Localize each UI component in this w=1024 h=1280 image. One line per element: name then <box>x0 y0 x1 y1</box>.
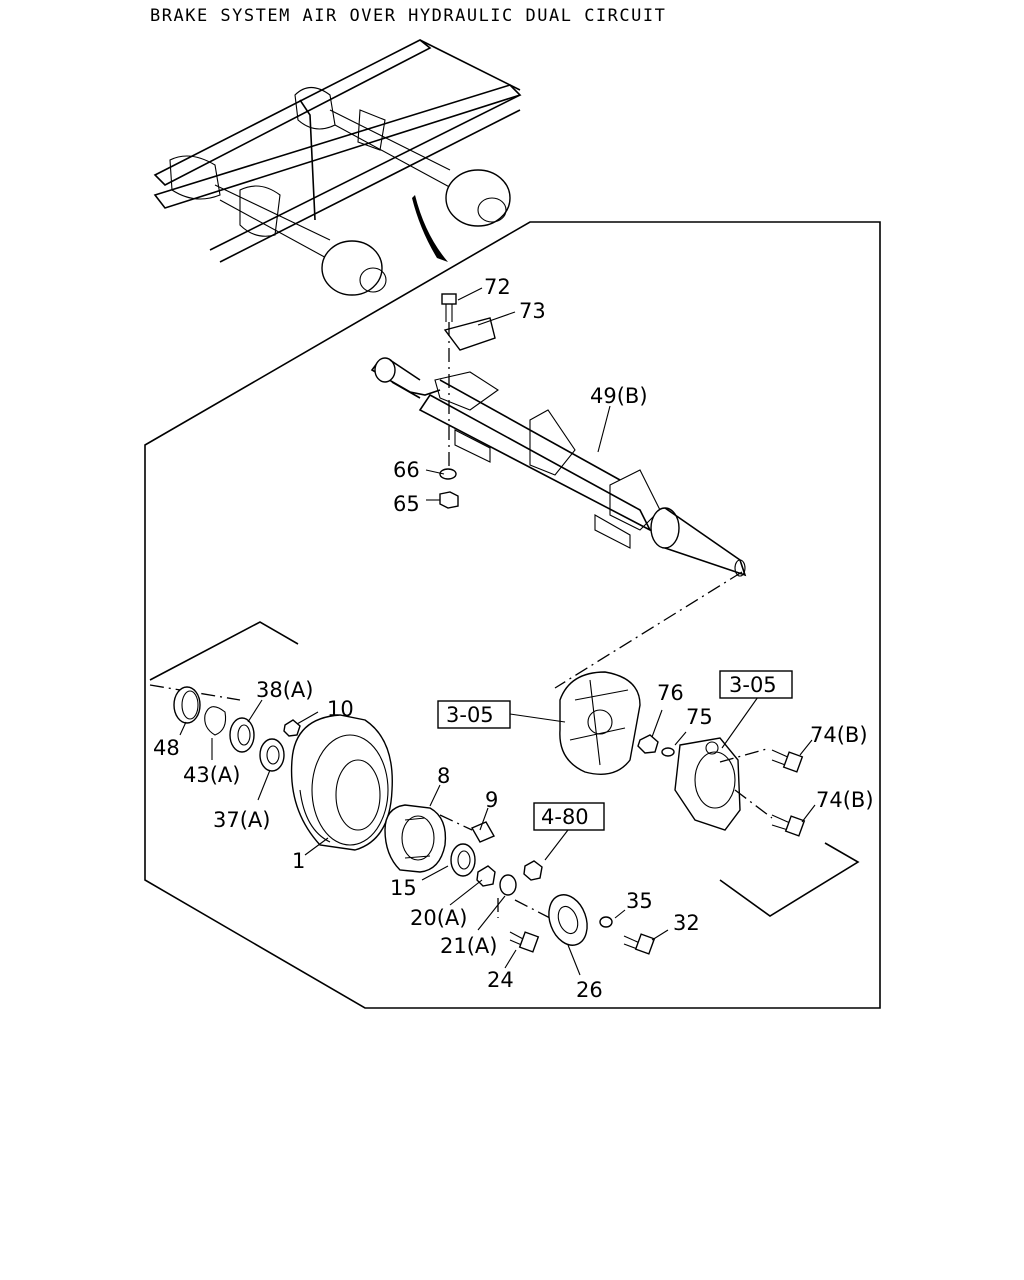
reference-box-305-right[interactable]: 3-05 <box>719 670 793 699</box>
callout-20a: 20(A) <box>410 906 467 930</box>
brake-drum-drawing <box>290 714 393 851</box>
hub-components-drawing <box>173 686 301 772</box>
washer-75-drawing <box>661 747 675 757</box>
reference-label-480: 4-80 <box>541 805 589 829</box>
callout-10: 10 <box>327 697 354 721</box>
callout-43a: 43(A) <box>183 763 240 787</box>
callout-21a: 21(A) <box>440 934 497 958</box>
callout-72: 72 <box>484 275 511 299</box>
callout-24: 24 <box>487 968 514 992</box>
callout-76: 76 <box>657 681 684 705</box>
detail-frame-outline <box>144 221 881 1009</box>
callout-75: 75 <box>686 705 713 729</box>
nut-76-drawing <box>637 734 659 754</box>
callout-65: 65 <box>393 492 420 516</box>
callout-37a: 37(A) <box>213 808 270 832</box>
callout-74b-lower: 74(B) <box>816 788 874 812</box>
reference-box-305-left[interactable]: 3-05 <box>437 700 511 729</box>
reference-label-305-right: 3-05 <box>729 673 777 697</box>
reference-box-480[interactable]: 4-80 <box>533 802 605 831</box>
bolt-32-drawing <box>634 933 656 955</box>
washer-35-drawing <box>599 916 613 928</box>
left-bracket <box>149 621 299 681</box>
callout-8: 8 <box>437 764 450 788</box>
nut-20a-drawing <box>476 865 496 887</box>
cover-plate-centerline <box>514 899 551 919</box>
washer-21a-drawing <box>499 874 517 896</box>
callout-38a: 38(A) <box>256 678 313 702</box>
reference-label-305-left: 3-05 <box>446 703 494 727</box>
callout-32: 32 <box>673 911 700 935</box>
bolts-74b-drawing <box>719 747 806 837</box>
page-title: BRAKE SYSTEM AIR OVER HYDRAULIC DUAL CIR… <box>150 6 667 26</box>
stud-9-drawing <box>471 821 495 843</box>
bearing-15-drawing <box>450 843 476 877</box>
callout-9: 9 <box>485 788 498 812</box>
callout-48: 48 <box>153 736 180 760</box>
callout-26: 26 <box>576 978 603 1002</box>
callout-1: 1 <box>292 849 305 873</box>
callout-35: 35 <box>626 889 653 913</box>
nut-480-drawing <box>523 860 543 881</box>
anchor-plate-drawing <box>674 737 741 831</box>
leader-lines <box>179 287 816 976</box>
mounting-hardware-drawing <box>439 293 496 509</box>
stud-centerline <box>439 814 473 831</box>
callout-49b: 49(B) <box>590 384 648 408</box>
callout-15: 15 <box>390 876 417 900</box>
assembly-centerline <box>554 571 743 689</box>
callout-74b-upper: 74(B) <box>810 723 868 747</box>
wheel-hub-drawing <box>384 804 447 873</box>
bolt-24-drawing <box>518 931 540 953</box>
backing-plate-drawing <box>559 671 641 775</box>
axle-beam-drawing <box>370 357 747 577</box>
callout-66: 66 <box>393 458 420 482</box>
cover-plate-26-drawing <box>548 894 588 946</box>
right-bracket <box>719 842 860 917</box>
callout-73: 73 <box>519 299 546 323</box>
chassis-overview-drawing <box>153 39 522 296</box>
